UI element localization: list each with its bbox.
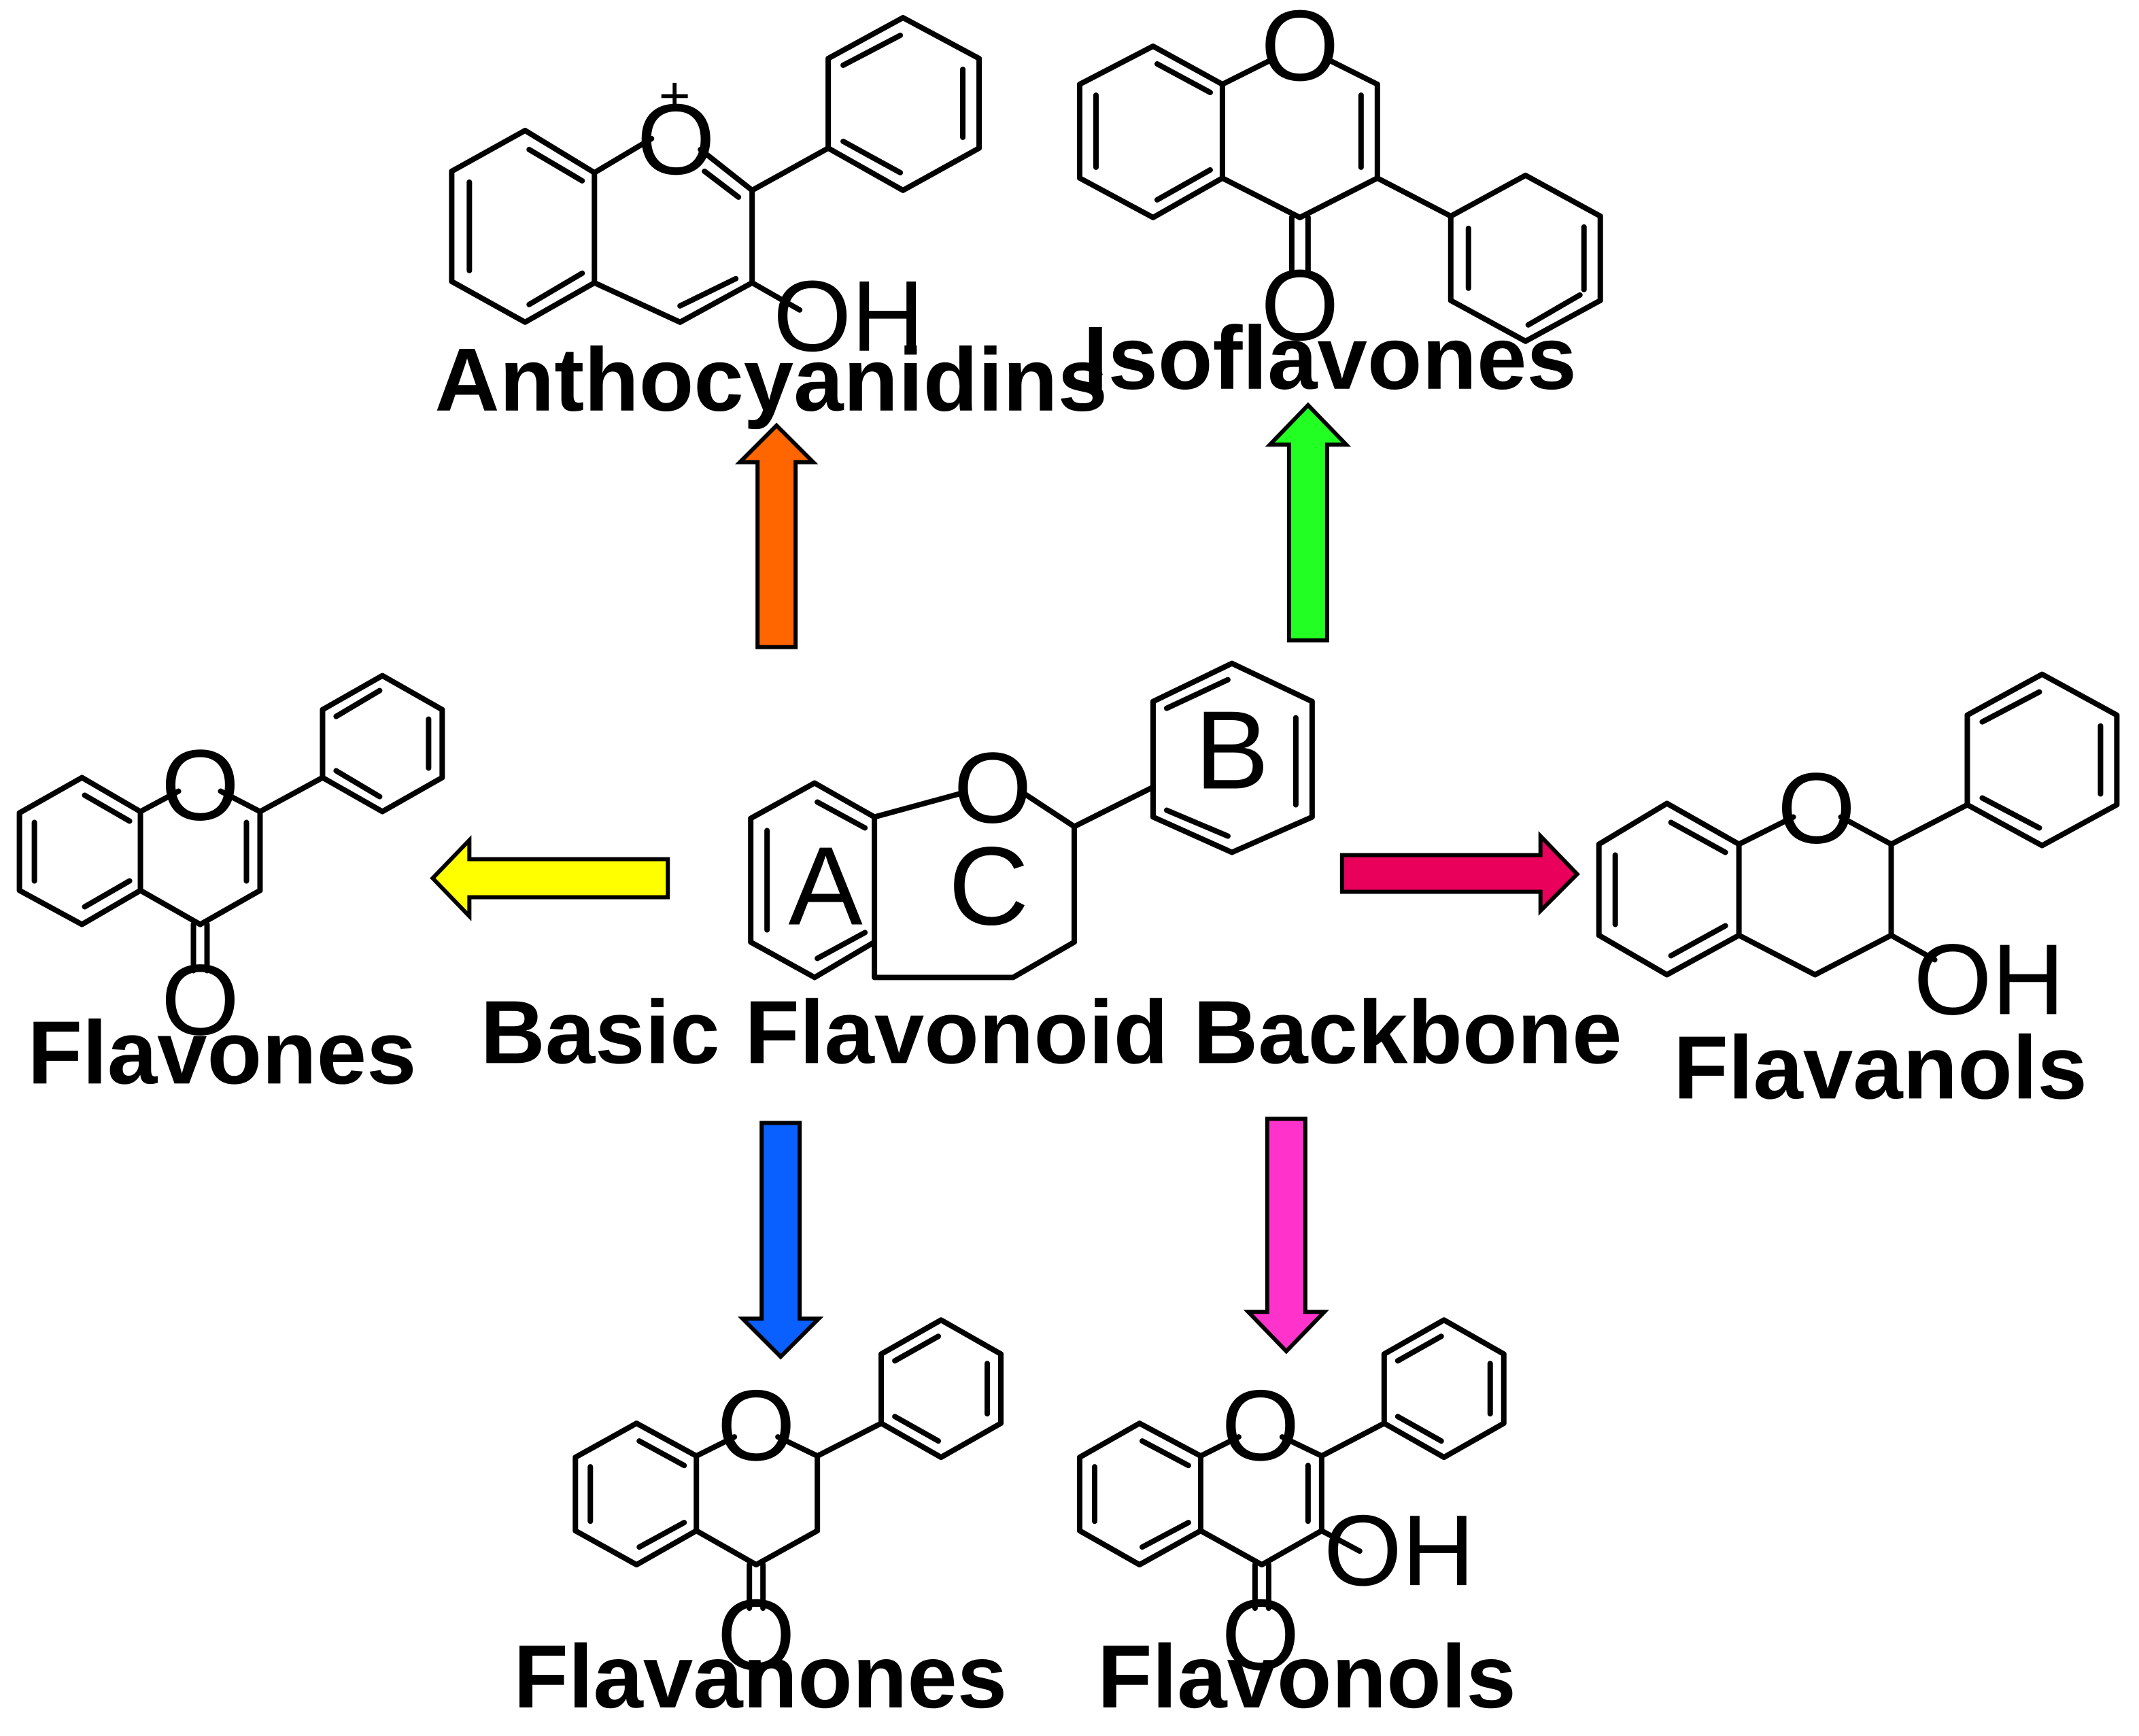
flavanols-ring-oxygen: O	[1777, 753, 1855, 865]
ring-label-a: A	[788, 823, 863, 948]
flavonols-structure: O O OH	[1076, 1317, 1507, 1691]
flavones-ring-oxygen: O	[161, 730, 239, 842]
basic-backbone-structure: O A C B	[748, 660, 1315, 981]
anthocyanidins-charge: +	[659, 65, 691, 126]
isoflavones-label: Isoflavones	[1083, 308, 1577, 408]
anthocyanidins-ring-oxygen: O	[637, 84, 715, 196]
flavonols-keto-oxygen: O	[1221, 1579, 1299, 1691]
flavanones-keto-oxygen: O	[717, 1579, 795, 1691]
flavones-keto-oxygen: O	[161, 944, 239, 1056]
arrow-to-flavonols	[1243, 1117, 1329, 1355]
backbone-title: Basic Flavonoid Backbone	[481, 982, 1622, 1082]
flavonols-hydroxyl: OH	[1324, 1495, 1475, 1607]
flavanones-label: Flavanones	[513, 1627, 1007, 1726]
arrow-to-flavanols	[1339, 831, 1580, 916]
flavones-label: Flavones	[28, 1002, 417, 1102]
ring-label-b: B	[1195, 688, 1269, 813]
arrow-to-flavanones	[737, 1121, 824, 1360]
isoflavones-structure: O O	[1076, 0, 1603, 362]
isoflavones-ring-oxygen: O	[1261, 0, 1339, 102]
arrow-to-anthocyanidins	[734, 422, 819, 649]
arrow-to-flavones	[430, 835, 670, 921]
backbone-ring-oxygen: O	[954, 732, 1032, 845]
flavanols-label: Flavanols	[1673, 1017, 2087, 1117]
anthocyanidins-label: Anthocyanidins	[434, 330, 1108, 430]
flavonols-label: Flavonols	[1097, 1627, 1516, 1726]
isoflavones-keto-oxygen: O	[1261, 250, 1339, 362]
ring-label-c: C	[948, 823, 1029, 948]
arrow-to-isoflavones	[1265, 402, 1351, 643]
anthocyanidins-hydroxyl: OH	[773, 260, 924, 373]
flavanones-ring-oxygen: O	[717, 1369, 795, 1482]
flavonols-ring-oxygen: O	[1221, 1369, 1299, 1482]
flavones-structure: O O	[16, 673, 445, 1056]
anthocyanidins-structure: + O OH	[449, 14, 982, 373]
flavanols-structure: O OH	[1596, 671, 2120, 1036]
flavanones-structure: O O	[572, 1317, 1004, 1691]
flavanols-hydroxyl: OH	[1914, 923, 2065, 1036]
